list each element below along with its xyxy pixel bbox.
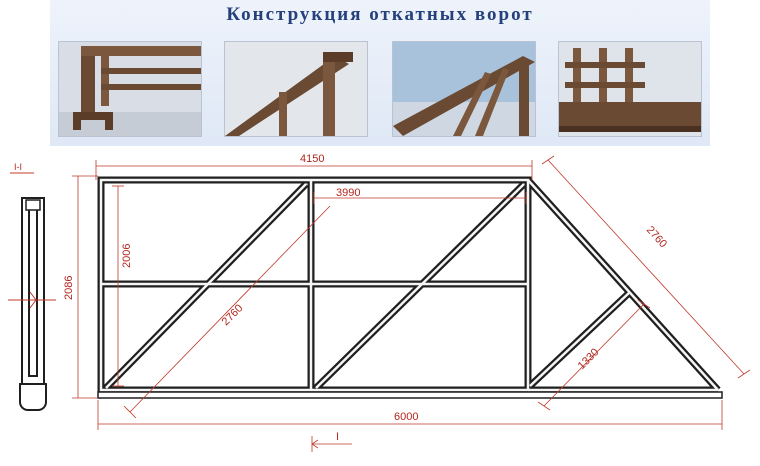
dim-counterweight-slope: 2760 <box>644 224 669 250</box>
page-title: Конструкция откатных ворот <box>226 4 534 25</box>
section-view: I-I <box>8 162 56 411</box>
photo-gate-bottom <box>558 41 702 137</box>
section-marker: I <box>336 431 339 443</box>
section-label: I-I <box>14 162 22 172</box>
photo-rail-profile <box>58 41 202 137</box>
photo-diagonal-braces <box>392 41 536 137</box>
dim-total-length: 6000 <box>394 411 418 423</box>
dim-diagonal-brace: 2760 <box>220 302 246 328</box>
gate-drawing: I-I <box>8 153 751 452</box>
photo-frame-corner <box>224 41 368 137</box>
dim-tail-brace: 1330 <box>576 346 602 372</box>
dim-total-height: 2086 <box>63 276 75 300</box>
dimension-lines <box>72 155 751 452</box>
gate-frame <box>97 176 723 399</box>
dim-inner-height: 2006 <box>121 244 133 268</box>
dim-top-length: 4150 <box>300 153 324 165</box>
dim-inner-length: 3990 <box>336 187 360 199</box>
